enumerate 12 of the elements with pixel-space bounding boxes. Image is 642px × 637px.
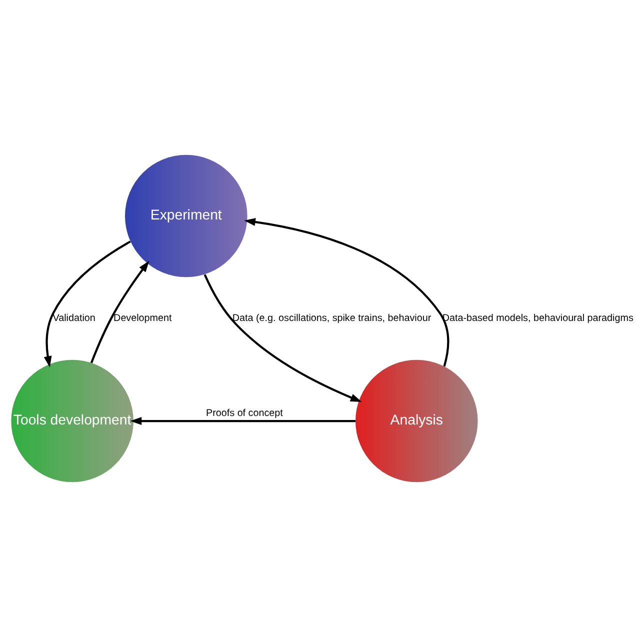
arrow bbox=[90, 260, 150, 364]
edge-label: Development bbox=[114, 313, 172, 324]
edge-label: Validation bbox=[52, 313, 96, 324]
arrow bbox=[130, 417, 356, 425]
node-circle: Analysis bbox=[355, 360, 478, 482]
arrow bbox=[204, 274, 362, 402]
edge-label: Proofs of concept bbox=[206, 408, 283, 420]
edge-label: Data (e.g. oscillations, spike trains, behaviour bbox=[232, 313, 432, 324]
node-circle: Tools development bbox=[11, 360, 134, 482]
node-circle: Experiment bbox=[124, 154, 248, 278]
arrow bbox=[244, 218, 450, 367]
arrow bbox=[44, 240, 131, 368]
